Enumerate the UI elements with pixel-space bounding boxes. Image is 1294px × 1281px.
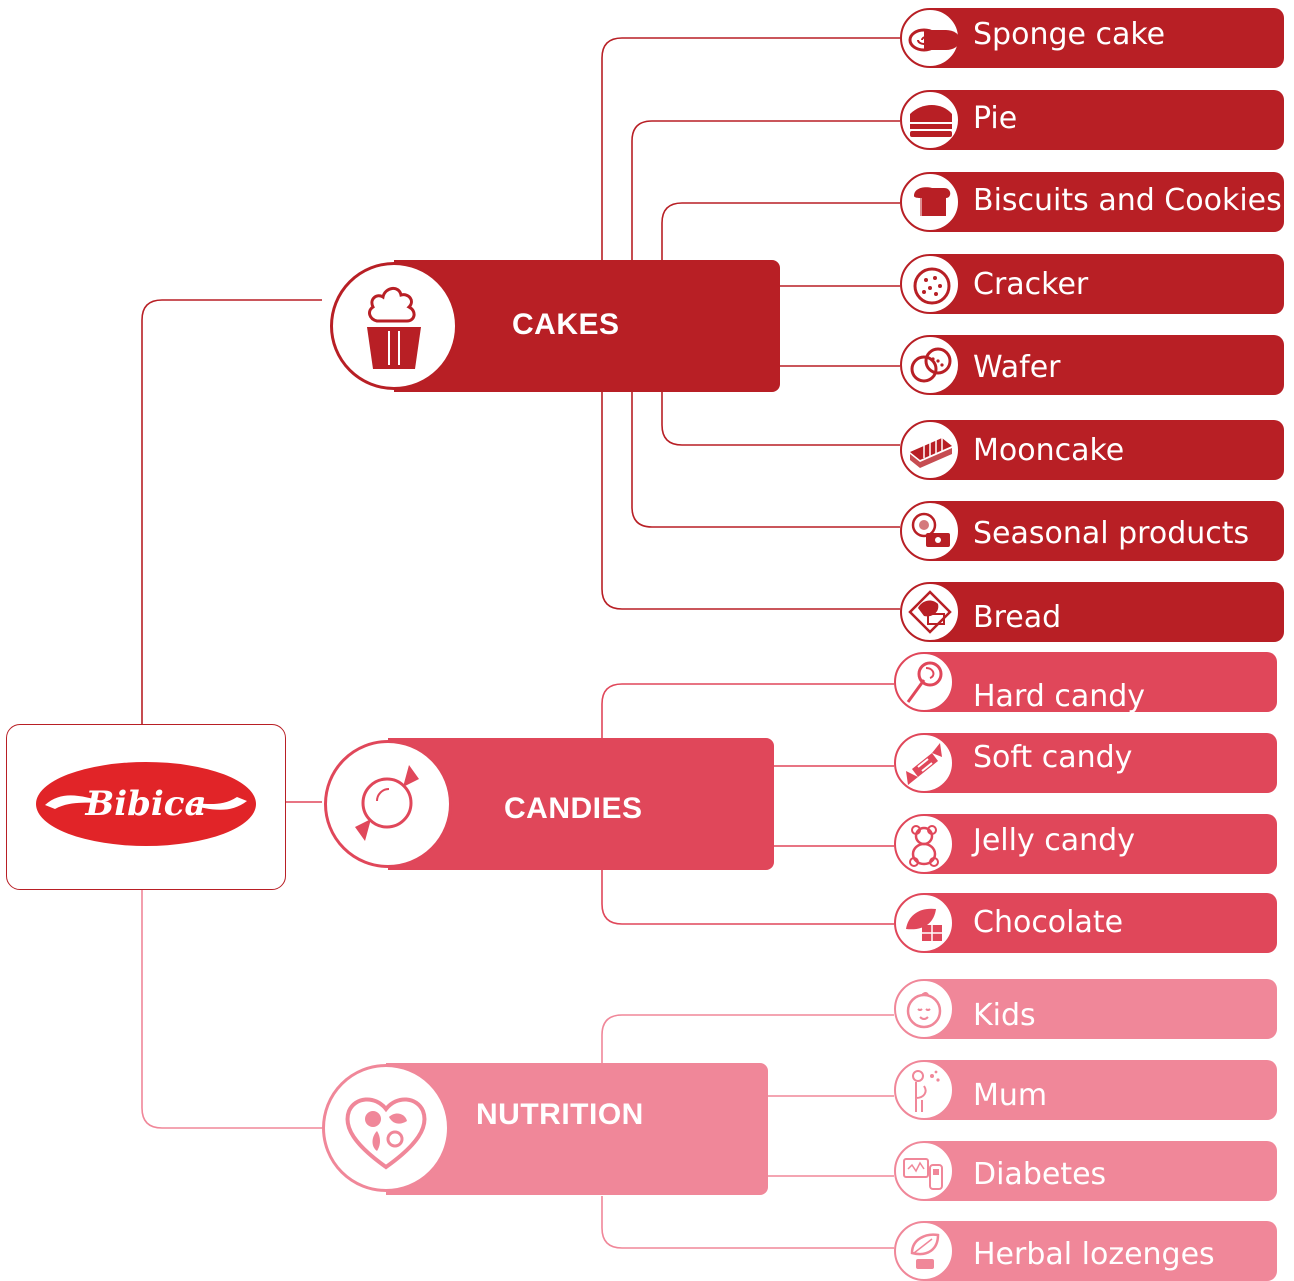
item-mum[interactable]	[924, 1060, 1277, 1120]
item-sponge-cake[interactable]	[930, 8, 1284, 68]
item-chocolate-circle	[894, 893, 954, 953]
bread-basket-icon	[908, 590, 952, 634]
item-biscuits-cookies-label: Biscuits and Cookies	[973, 183, 1282, 218]
item-seasonal-products[interactable]	[930, 501, 1284, 561]
soft-candy-icon	[906, 743, 942, 785]
item-mooncake-circle	[900, 420, 960, 480]
cracker-icon	[913, 267, 951, 305]
item-pie-label: Pie	[973, 101, 1018, 136]
swiss-roll-icon	[908, 28, 958, 52]
glucose-meter-icon	[903, 1158, 943, 1190]
item-sponge-cake-circle	[900, 8, 960, 68]
chocolate-icon	[906, 908, 942, 941]
category-cakes-circle	[330, 262, 458, 390]
item-herbal-lozenges[interactable]	[924, 1221, 1277, 1281]
item-herbal-lozenges-circle	[894, 1221, 954, 1281]
item-pie-circle	[900, 90, 960, 150]
item-cracker-circle	[900, 254, 960, 314]
item-soft-candy[interactable]	[924, 733, 1277, 793]
wrapped-candy-icon	[343, 765, 431, 841]
item-mum-circle	[894, 1060, 954, 1120]
item-diabetes-label: Diabetes	[973, 1157, 1107, 1192]
item-seasonal-products-label: Seasonal products	[973, 516, 1250, 551]
item-biscuits-cookies[interactable]	[930, 172, 1284, 232]
item-wafer-label: Wafer	[973, 350, 1061, 385]
bread-loaf-icon	[914, 187, 951, 216]
bibica-logo: Bibica	[36, 762, 256, 846]
item-bread-circle	[900, 582, 960, 642]
item-herbal-lozenges-label: Herbal lozenges	[973, 1237, 1215, 1272]
herb-leaf-icon	[910, 1233, 940, 1269]
item-jelly-candy[interactable]	[924, 814, 1277, 874]
item-sponge-cake-label: Sponge cake	[973, 17, 1166, 52]
gift-box-icon	[911, 512, 950, 547]
item-pie[interactable]	[930, 90, 1284, 150]
category-candies-circle	[324, 740, 452, 868]
teddy-bear-icon	[909, 825, 939, 867]
item-diabetes[interactable]	[924, 1141, 1277, 1201]
item-chocolate-label: Chocolate	[973, 905, 1124, 940]
category-cakes-label: CAKES	[512, 308, 620, 341]
item-wafer[interactable]	[930, 335, 1284, 395]
wafer-icon	[910, 347, 952, 383]
category-cakes[interactable]	[394, 260, 780, 392]
item-kids-circle	[894, 979, 954, 1039]
item-jelly-candy-circle	[894, 814, 954, 874]
item-soft-candy-circle	[894, 733, 954, 793]
item-mum-label: Mum	[973, 1078, 1048, 1113]
item-wafer-circle	[900, 335, 960, 395]
layered-cake-icon	[910, 438, 952, 468]
item-cracker[interactable]	[930, 254, 1284, 314]
item-hard-candy-label: Hard candy	[973, 679, 1146, 714]
item-hard-candy[interactable]	[924, 652, 1277, 712]
item-kids-label: Kids	[973, 998, 1036, 1033]
item-cracker-label: Cracker	[973, 267, 1089, 302]
item-diabetes-circle	[894, 1141, 954, 1201]
lollipop-icon	[906, 661, 943, 703]
cupcake-icon	[367, 287, 421, 369]
item-jelly-candy-label: Jelly candy	[973, 823, 1135, 858]
item-mooncake-label: Mooncake	[973, 433, 1125, 468]
item-soft-candy-label: Soft candy	[973, 740, 1133, 775]
category-nutrition-label: NUTRITION	[476, 1098, 644, 1131]
item-kids[interactable]	[924, 979, 1277, 1039]
item-mooncake[interactable]	[930, 420, 1284, 480]
baby-face-icon	[906, 992, 942, 1029]
item-bread[interactable]	[930, 582, 1284, 642]
category-nutrition-circle	[322, 1064, 450, 1192]
logo-text: Bibica	[84, 784, 206, 824]
item-biscuits-cookies-circle	[900, 172, 960, 232]
pregnant-mum-icon	[912, 1070, 940, 1112]
category-candies-label: CANDIES	[504, 792, 643, 825]
item-chocolate[interactable]	[924, 893, 1277, 953]
item-seasonal-products-circle	[900, 501, 960, 561]
item-bread-label: Bread	[973, 600, 1062, 635]
pie-icon	[910, 105, 952, 137]
item-hard-candy-circle	[894, 652, 954, 712]
heart-food-icon	[345, 1097, 427, 1170]
bibica-logo-box: Bibica	[6, 724, 286, 890]
category-candies[interactable]	[388, 738, 774, 870]
